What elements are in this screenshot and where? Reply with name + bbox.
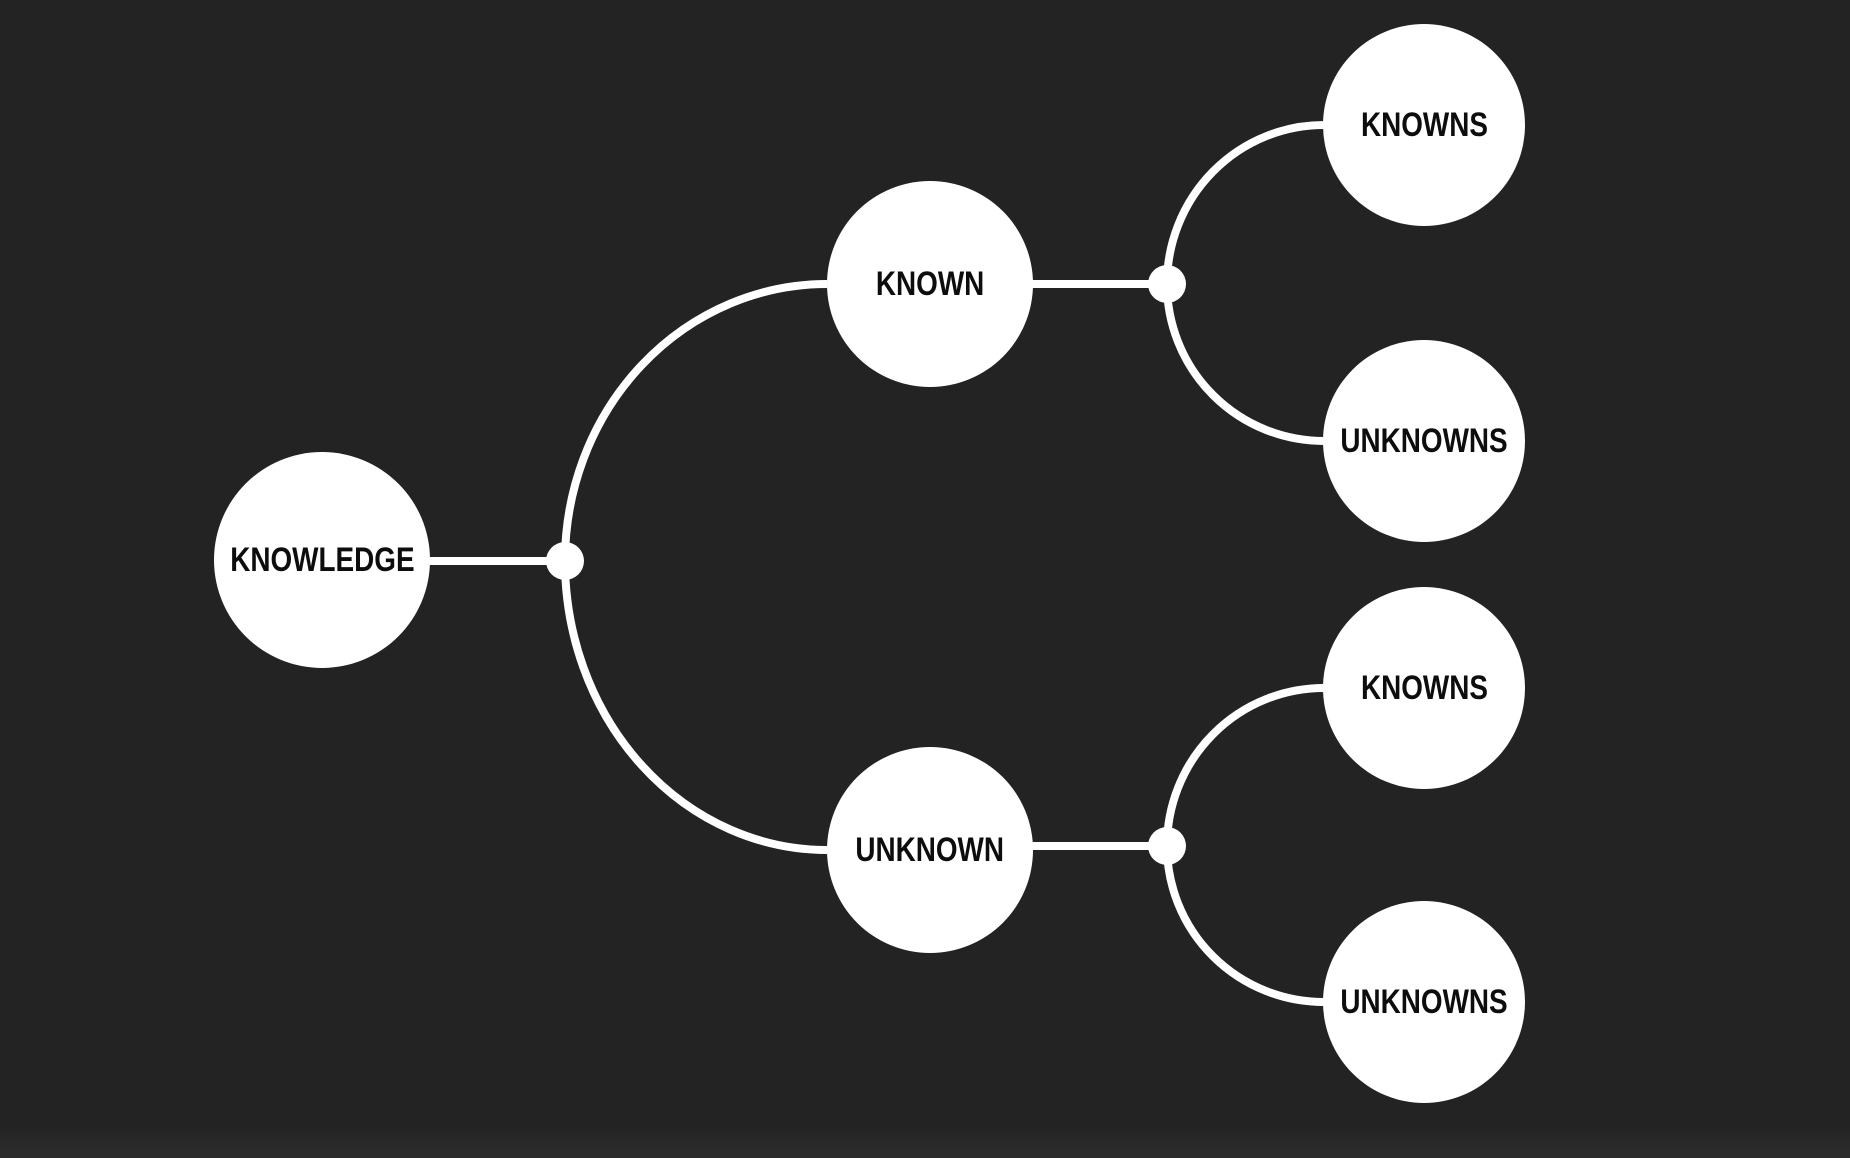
- node-unknown-unknowns-label: UNKNOWNS: [1340, 982, 1508, 1021]
- node-unknown-knowns[interactable]: KNOWNS: [1323, 587, 1525, 789]
- node-known-unknowns-label: UNKNOWNS: [1340, 421, 1508, 460]
- connector-junction-to-knowns-1: [1163, 121, 1325, 285]
- node-knowledge-label: KNOWLEDGE: [229, 540, 415, 579]
- node-known-unknowns[interactable]: UNKNOWNS: [1323, 340, 1525, 542]
- branch-dot-unknown: [1148, 827, 1186, 865]
- connector-junction-to-unknowns-2: [1163, 845, 1325, 1006]
- node-known[interactable]: KNOWN: [827, 181, 1033, 387]
- node-unknown-label: UNKNOWN: [855, 830, 1005, 869]
- node-unknown-knowns-label: KNOWNS: [1360, 668, 1488, 707]
- connector-junction-to-known: [561, 280, 828, 562]
- branch-dot-root: [546, 542, 584, 580]
- node-known-knowns-label: KNOWNS: [1360, 105, 1488, 144]
- node-unknown-unknowns[interactable]: UNKNOWNS: [1323, 901, 1525, 1103]
- connector-junction-to-unknowns-1: [1163, 283, 1325, 445]
- connector-junction-to-knowns-2: [1163, 684, 1325, 847]
- node-knowledge[interactable]: KNOWLEDGE: [214, 452, 430, 668]
- node-known-label: KNOWN: [875, 264, 985, 303]
- connector-junction-to-unknown: [561, 560, 828, 854]
- node-unknown[interactable]: UNKNOWN: [827, 747, 1033, 953]
- branch-dot-known: [1148, 265, 1186, 303]
- node-known-knowns[interactable]: KNOWNS: [1323, 24, 1525, 226]
